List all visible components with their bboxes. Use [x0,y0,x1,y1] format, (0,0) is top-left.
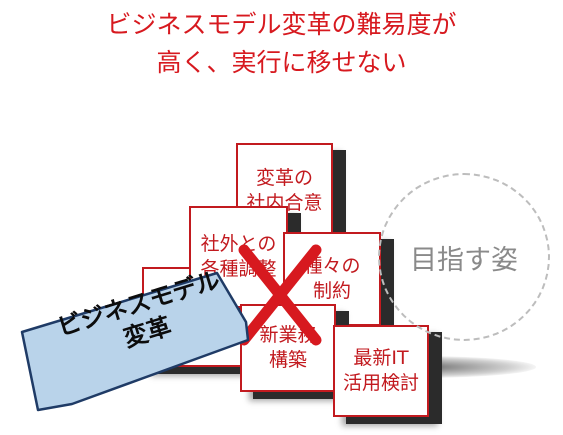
block-top-line1: 変革の [255,167,313,189]
cross-stroke-2 [238,244,322,346]
block-mid-left-line1: 社外との [200,233,277,255]
block-bottom-right-line2: 活用検討 [342,372,419,394]
headline-line-2: 高く、実行に移せない [156,48,407,77]
goal-circle: 目指す姿 [378,173,550,341]
block-mid-right-line2: 制約 [312,280,351,302]
headline-line-1: ビジネスモデル変革の難易度が [106,10,457,39]
block-bottom-right-line1: 最新IT [353,347,409,369]
block-mid-right-line1: 種々の [303,255,361,277]
arrow-shape [20,271,250,412]
goal-label: 目指す姿 [410,244,518,276]
block-bottom-center-line2: 構築 [268,349,307,371]
block-bottom-center: 新業務 構築 [240,304,336,392]
cross-mark-icon [238,244,322,346]
block-bottom-right: 最新IT 活用検討 [333,325,429,417]
